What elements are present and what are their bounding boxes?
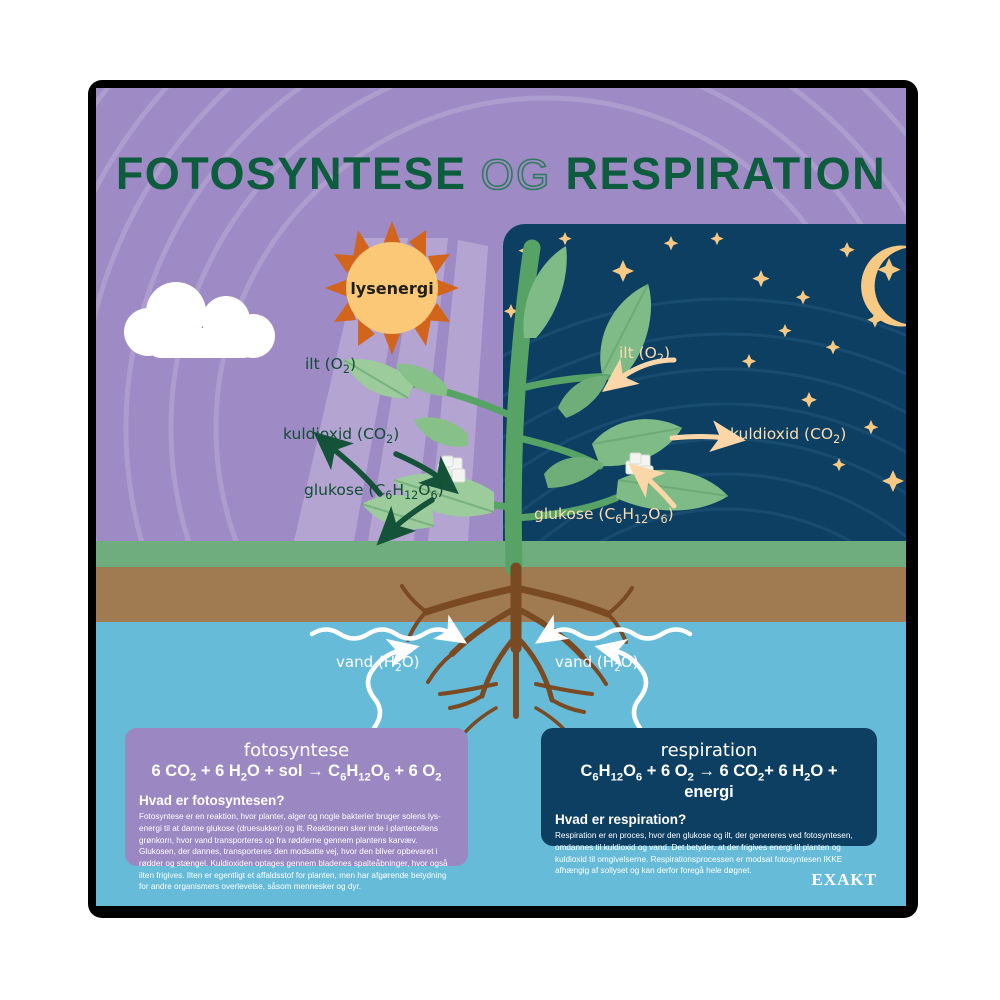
arrow-glukose-night [628,463,677,509]
poster-canvas: FOTOSYNTESE OG RESPIRATION [96,88,906,906]
info-box-respiration: respiration C6H12O6 + 6 O2 → 6 CO2+ 6 H2… [541,728,877,875]
water-arrow-left-curve [365,638,420,731]
cloud-icon [124,282,275,358]
sun-label: lysenergi [350,278,434,298]
respiration-box-title: respiration [660,740,758,761]
label-kuldioxid-night: kuldioxid (CO2) [730,425,847,447]
fotosyntese-body: Fotosyntese er en reaktion, hvor planter… [139,812,448,892]
title-og: OG [480,150,552,200]
plant-graphic [343,239,729,764]
fotosyntese-box-title: fotosyntese [243,740,350,761]
arrow-kuldioxid-night [669,420,746,453]
arrow-kuldioxid-day [393,451,459,495]
arrow-glukose-day [376,497,435,546]
sun-icon [325,221,459,355]
respiration-equation: C6H12O6 + 6 O2 → 6 CO2+ 6 H2O + energi [580,762,838,802]
info-box-fotosyntese: fotosyntese 6 CO2 + 6 H2O + sol → C6H12O… [125,728,468,891]
label-kuldioxid-day: kuldioxid (CO2) [283,425,400,447]
arrow-layer [309,357,746,731]
label-vand-right: vand (H2O) [555,653,639,674]
fotosyntese-equation: 6 CO2 + 6 H2O + sol → C6H12O6 + 6 O2 [151,762,442,784]
title-respiration: RESPIRATION [565,148,887,199]
respiration-heading: Hvad er respiration? [555,812,687,828]
moon-icon [861,245,906,327]
water-arrow-left-top [309,614,468,644]
arrow-ilt-night [601,357,677,392]
label-ilt-day: ilt (O2) [305,355,357,377]
water-arrow-right-top [534,614,693,644]
title-fotosyntese: FOTOSYNTESE [115,148,467,199]
label-ilt-night: ilt (O2) [619,344,671,366]
sun-graphic: lysenergi [325,221,459,355]
arrow-ilt-day [313,431,383,497]
respiration-body: Respiration er en proces, hvor den gluko… [555,831,853,876]
label-glukose-day: glukose (C6H12O6) [304,481,444,503]
fotosyntese-heading: Hvad er fotosyntesen? [139,793,285,809]
brand-logo: EXAKT [811,870,877,889]
label-glukose-night: glukose (C6H12O6) [534,505,674,527]
page-title: FOTOSYNTESE OG RESPIRATION [96,148,906,200]
water-arrow-right-curve [594,638,649,731]
label-vand-left: vand (H2O) [336,653,420,674]
grass-band [96,541,906,567]
